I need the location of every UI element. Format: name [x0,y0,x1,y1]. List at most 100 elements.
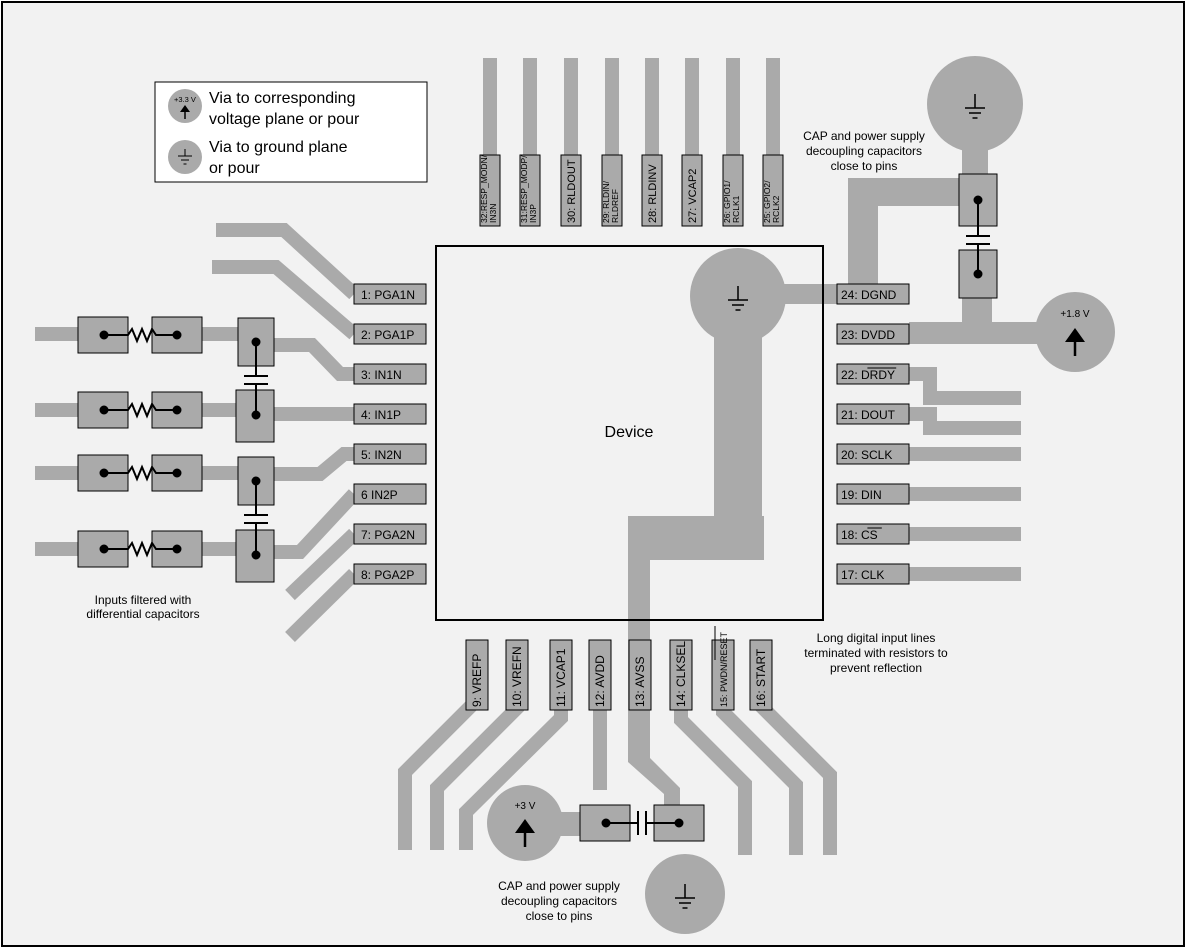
pin-left: 7: PGA2N [353,523,427,545]
avdd-capacitor [601,811,684,835]
pin-top: 27: VCAP2 [681,154,703,227]
pin-pad [519,154,541,227]
pin-pad [353,443,427,465]
pin-label: 11: VCAP1 [554,648,568,707]
annotation-digital: Long digital input lines terminated with… [804,631,948,675]
pin-pad [353,363,427,385]
pin-pad [836,363,910,385]
pin-label: 27: VCAP2 [687,169,699,223]
legend-ground-via-icon [168,140,202,174]
pin-label: RCLK2 [771,195,781,223]
pin-label: 31:RESP_MODP/ [519,155,529,223]
pin-left: 6 IN2P [353,483,427,505]
pin-pad [353,563,427,585]
dvdd-supply-label: +1.8 V [1060,309,1090,320]
pin-right: 18: CS [836,523,910,545]
pin-top: 31:RESP_MODP/IN3P [519,154,541,227]
pin-label: 2: PGA1P [361,328,414,342]
annotation-bottom-caps-line-2: decoupling capacitors [501,894,617,908]
ground-via-top [927,56,1023,152]
legend-voltage-symbol: +3.3 V [174,95,196,104]
pin-right: 21: DOUT [836,403,910,425]
pin-pad [505,639,529,711]
pin-right: 20: SCLK [836,443,910,465]
resistor-1 [99,326,182,344]
pin-label: 6 IN2P [361,488,398,502]
pin-pad [836,443,910,465]
pin-pad [836,403,910,425]
legend-ground-text-2: or pour [209,160,260,177]
pin-right: 22: DRDY [836,363,910,385]
pin-left: 2: PGA1P [353,323,427,345]
pin-label: 10: VREFN [510,646,524,707]
legend: +3.3 V Via to corresponding voltage plan… [154,81,428,183]
pin-label: 17: CLK [841,568,884,582]
pin-label: 4: IN1P [361,408,401,422]
annotation-bottom-caps: CAP and power supply decoupling capacito… [498,879,620,923]
pin-pad [479,154,501,227]
pins-right: 24: DGND 23: DVDD 22: DRDY 21: DOUT 20: SCLK… [836,283,910,585]
pin-label: 7: PGA2N [361,528,415,542]
pin-bottom: 14: CLKSEL [669,639,693,711]
pin-label: IN3N [488,204,498,223]
component-symbols [99,195,990,835]
pin-pad [588,639,612,711]
pin-label: 23: DVDD [841,328,895,342]
legend-voltage-text-2: voltage plane or pour [209,111,360,128]
pin-bottom: 11: VCAP1 [549,639,573,711]
pin-label: 13: AVSS [633,657,647,707]
device-label: Device [605,424,654,441]
pin-pad [601,154,623,227]
pin-top: 26: GPIO1/RCLK1 [722,154,744,227]
device-body [435,245,824,621]
pin-label: 32:RESP_MODN/ [479,154,489,223]
pin-top: 28: RLDINV [641,154,663,227]
annotation-bottom-caps-line-1: CAP and power supply [498,879,620,893]
pin-label: 28: RLDINV [647,164,659,223]
pin-left: 4: IN1P [353,403,427,425]
pin-pad [836,283,910,305]
pin-label: 26: GPIO1/ [722,180,732,223]
pin-left: 8: PGA2P [353,563,427,585]
pin-label: RCLK1 [731,195,741,223]
pin-label: 21: DOUT [841,408,896,422]
traces [35,58,1021,855]
pin-label: 29: RLDIN/ [601,180,611,223]
pin-pad [549,639,573,711]
annotation-digital-line-1: Long digital input lines [817,631,936,645]
pin-label: 16: START [754,648,768,707]
avdd-supply-via [487,785,563,861]
pin-bottom: 13: AVSS [628,639,652,711]
pin-label: IN3P [528,204,538,223]
pin-pad [641,154,663,227]
pin-top: 25: GPIO2/RCLK2 [762,154,784,227]
annotation-top-caps-line-3: close to pins [831,159,898,173]
annotation-inputs: Inputs filtered with differential capaci… [86,593,199,621]
pin-top: 29: RLDIN/RLDREF [601,154,623,227]
resistor-3 [99,464,182,482]
pin-pad [669,639,693,711]
pin-pad [836,523,910,545]
pin-bottom: 12: AVDD [588,639,612,711]
pin-pad [560,154,582,227]
pin-label: 20: SCLK [841,448,892,462]
pin-right: 17: CLK [836,563,910,585]
ground-via-device [690,248,786,344]
pin-bottom: 15: PWDN/RESET [711,626,735,711]
diff-capacitor-1 [244,337,268,420]
pin-pad [749,639,773,711]
pin-right: 24: DGND [836,283,910,305]
pin-left: 3: IN1N [353,363,427,385]
pin-pad [628,639,652,711]
annotation-digital-line-2: terminated with resistors to [804,646,948,660]
pin-pad [711,639,735,711]
pin-pad [836,483,910,505]
pin-bottom: 10: VREFN [505,639,529,711]
pin-bottom: 9: VREFP [465,639,489,711]
diff-capacitor-2 [244,476,268,560]
pin-pad [836,323,910,345]
pin-label: 8: PGA2P [361,568,414,582]
avdd-supply-label: +3 V [515,801,536,812]
